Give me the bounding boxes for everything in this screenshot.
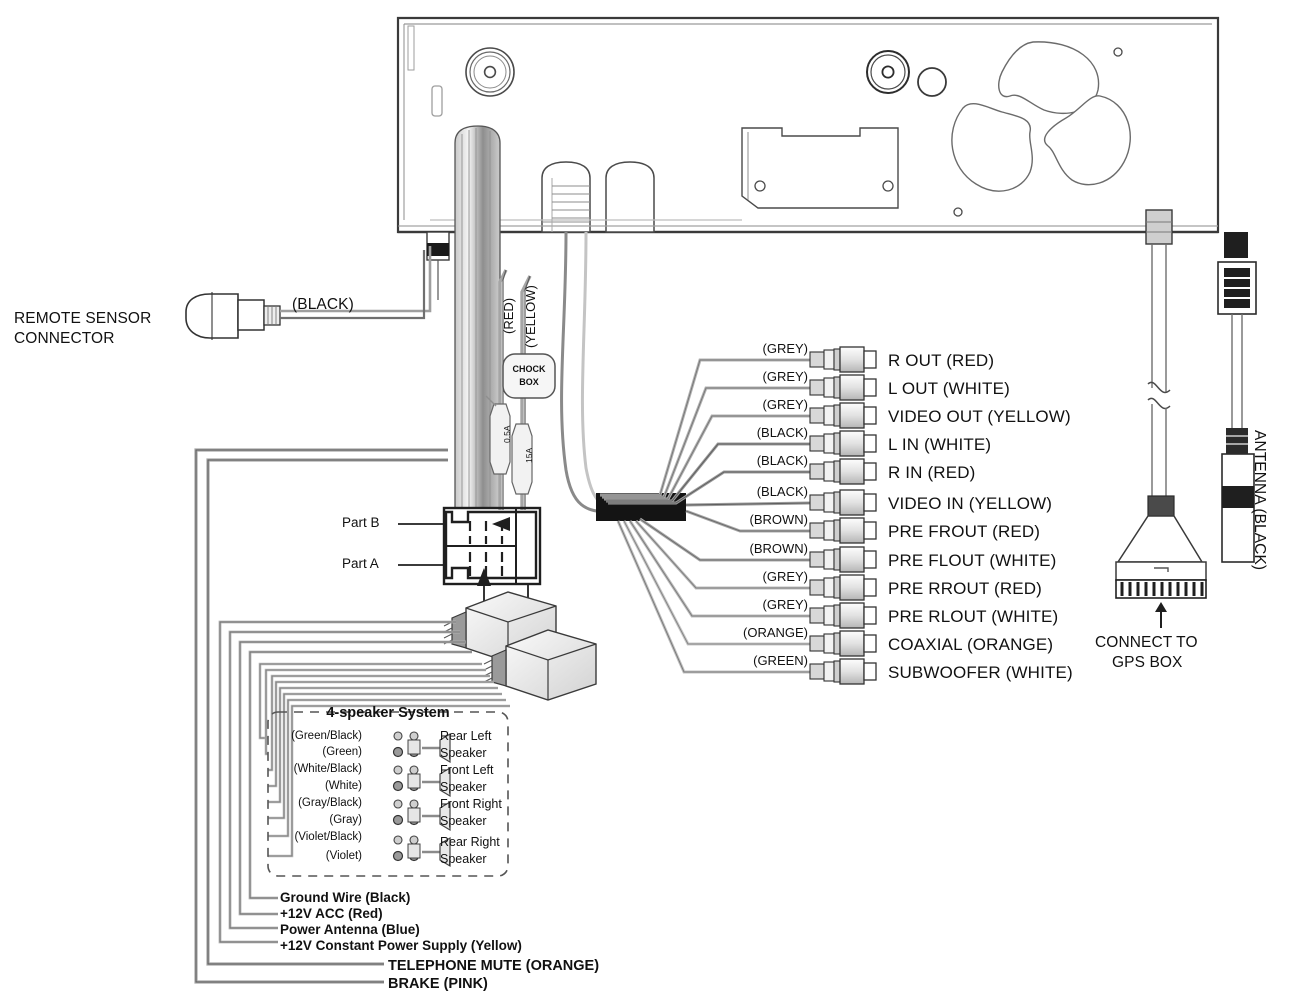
- speaker-wire-0: (Green/Black): [291, 730, 362, 742]
- part-b-label: Part B: [342, 515, 380, 530]
- chock-box-label-line2: BOX: [519, 377, 539, 387]
- remote-sensor-label-line1: REMOTE SENSOR: [14, 310, 152, 327]
- speaker-name-0-line1: Rear Left: [440, 729, 492, 743]
- power-wire-0: Ground Wire (Black): [280, 890, 411, 905]
- rca-label-0: R OUT (RED): [888, 351, 995, 370]
- rca-label-11: SUBWOOFER (WHITE): [888, 663, 1073, 682]
- rca-wire-color-11: (GREEN): [753, 653, 808, 668]
- speaker-system-box: [267, 711, 509, 877]
- speaker-name-1-line1: Front Left: [440, 763, 494, 777]
- speaker-wire-3: (White): [324, 780, 362, 792]
- rca-wire-color-9: (GREY): [762, 597, 809, 612]
- rca-label-5: VIDEO IN (YELLOW): [888, 494, 1053, 513]
- rca-wire-color-6: (BROWN): [749, 512, 809, 527]
- fused-leads: [485, 269, 556, 510]
- speaker-name-1-line2: Speaker: [440, 780, 487, 794]
- rca-label-1: L OUT (WHITE): [888, 379, 1010, 398]
- part-a-label: Part A: [342, 556, 379, 571]
- rca-wire-color-5: (BLACK): [756, 484, 808, 499]
- speaker-name-0-line2: Speaker: [440, 746, 487, 760]
- speaker-name-2-line1: Front Right: [440, 797, 502, 811]
- rca-wire-color-10: (ORANGE): [743, 625, 808, 640]
- red-wire-label: (RED): [501, 297, 516, 334]
- speaker-wire-4: (Gray/Black): [298, 797, 362, 809]
- head-unit-chassis: [396, 16, 1220, 234]
- part-ab-connector-block: [398, 506, 542, 648]
- rca-wire-color-1: (GREY): [762, 369, 809, 384]
- remote-sensor-label-line2: CONNECTOR: [14, 330, 115, 347]
- rca-label-9: PRE RLOUT (WHITE): [888, 607, 1059, 626]
- yellow-wire-label: (YELLOW): [523, 285, 538, 348]
- gps-label-line1: CONNECT TO: [1095, 634, 1198, 651]
- iso-connector-lower: [483, 629, 597, 701]
- fan-graphic: [951, 41, 1131, 192]
- remote-sensor-connector-graphic: [185, 246, 432, 340]
- rca-label-10: COAXIAL (ORANGE): [888, 635, 1054, 654]
- rca-label-7: PRE FLOUT (WHITE): [888, 551, 1057, 570]
- rca-wire-color-2: (GREY): [762, 397, 809, 412]
- speaker-wire-1: (Green): [322, 746, 362, 758]
- extra-wire-1: BRAKE (PINK): [388, 976, 488, 992]
- fuse-0-5a-label: 0.5A: [502, 425, 512, 444]
- rca-label-8: PRE RROUT (RED): [888, 579, 1042, 598]
- rca-wire-bundle: [600, 358, 811, 674]
- gps-label-line2: GPS BOX: [1112, 654, 1183, 671]
- speaker-wire-5: (Gray): [329, 814, 362, 826]
- speaker-name-2-line2: Speaker: [440, 814, 487, 828]
- rca-plugs-group: [809, 346, 877, 685]
- speaker-graphics: [392, 731, 451, 868]
- rca-wire-color-8: (GREY): [762, 569, 809, 584]
- extra-wire-0: TELEPHONE MUTE (ORANGE): [388, 958, 600, 974]
- speaker-system-title: 4-speaker System: [326, 705, 450, 721]
- speaker-wire-7: (Violet): [325, 850, 362, 862]
- speaker-wire-2: (White/Black): [293, 763, 362, 775]
- rca-label-6: PRE FROUT (RED): [888, 522, 1041, 541]
- power-wire-3: +12V Constant Power Supply (Yellow): [280, 938, 522, 953]
- rca-wire-color-4: (BLACK): [756, 453, 808, 468]
- speaker-wire-6: (Violet/Black): [294, 831, 362, 843]
- left-wire-routing: [194, 448, 510, 984]
- rca-label-2: VIDEO OUT (YELLOW): [888, 407, 1071, 426]
- speaker-name-3-line1: Rear Right: [440, 835, 500, 849]
- power-wire-2: Power Antenna (Blue): [280, 922, 420, 937]
- gps-cable-graphic: [1115, 209, 1207, 628]
- rca-wire-color-7: (BROWN): [749, 541, 809, 556]
- rca-label-4: R IN (RED): [888, 463, 976, 482]
- remote-sensor-wire-color: (BLACK): [292, 296, 354, 313]
- fuse-15a-label: 15A: [524, 447, 534, 463]
- power-wire-1: +12V ACC (Red): [280, 906, 383, 921]
- rca-label-3: L IN (WHITE): [888, 435, 992, 454]
- rca-wire-color-3: (BLACK): [756, 425, 808, 440]
- chock-box-label-line1: CHOCK: [512, 364, 546, 374]
- speaker-name-3-line2: Speaker: [440, 852, 487, 866]
- antenna-graphic: [1217, 232, 1257, 563]
- rca-wire-color-0: (GREY): [762, 341, 809, 356]
- antenna-label: ANTENNA (BLACK): [1251, 430, 1268, 571]
